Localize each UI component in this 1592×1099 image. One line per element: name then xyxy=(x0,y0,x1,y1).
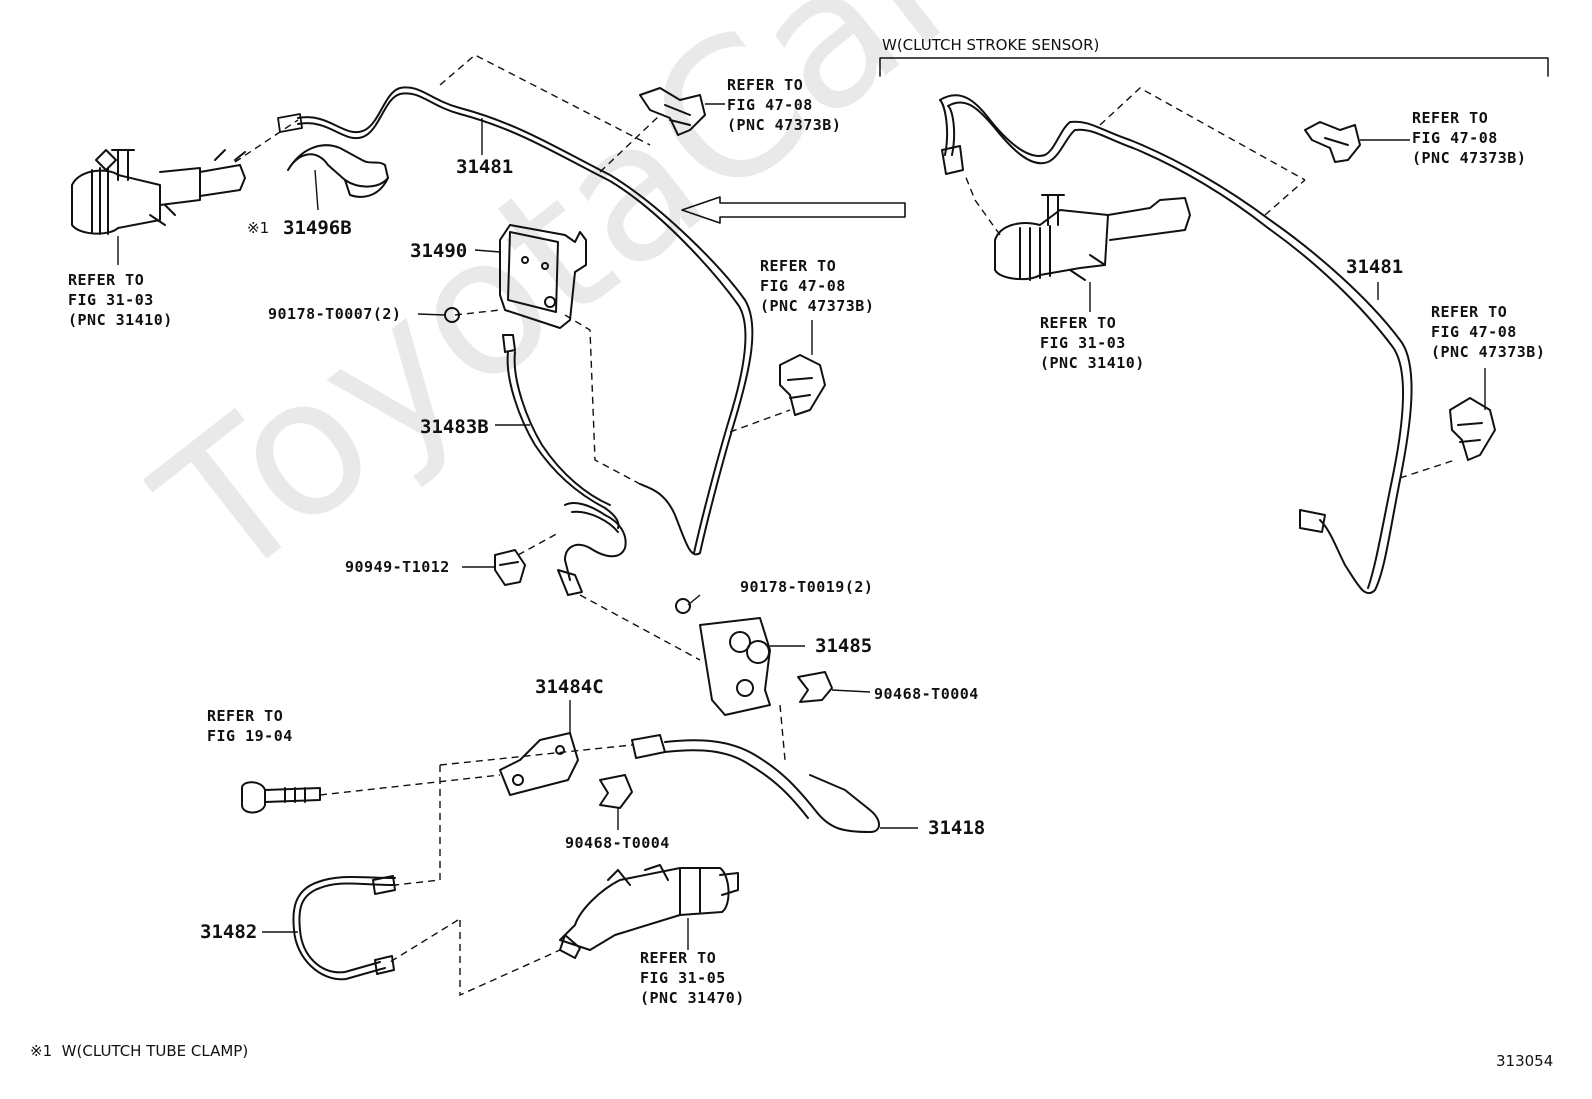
part-90468-t0004-lower: 90468-T0004 xyxy=(565,834,670,852)
clamp-top-right xyxy=(1304,121,1361,163)
tube-31483b xyxy=(502,334,620,529)
tube-loop-lower xyxy=(557,502,627,596)
ref-clamp-right-top: REFER TO FIG 47-08 (PNC 47373B) xyxy=(1412,109,1527,167)
part-31482: 31482 xyxy=(200,921,258,943)
clip-90468-right xyxy=(797,671,833,703)
clip-90468-lower xyxy=(599,774,633,809)
clamp-mid-right xyxy=(1449,397,1496,461)
part-90468-t0004-right: 90468-T0004 xyxy=(874,685,979,703)
part-31483b: 31483B xyxy=(420,416,489,438)
bracket-31484c xyxy=(499,732,579,796)
part-31481-right: 31481 xyxy=(1346,256,1404,278)
footnote-text: W(CLUTCH TUBE CLAMP) xyxy=(61,1042,249,1060)
hose-31418 xyxy=(631,734,880,833)
figure-id: 313054 xyxy=(1496,1052,1554,1070)
master-cylinder-left xyxy=(71,149,246,235)
part-90178-t0007: 90178-T0007(2) xyxy=(268,305,402,323)
part-31485: 31485 xyxy=(815,635,873,657)
nut-90178-t0019 xyxy=(675,598,691,614)
part-31490: 31490 xyxy=(410,240,468,262)
part-31484c: 31484C xyxy=(535,676,604,698)
clamp-mid-left xyxy=(779,354,826,416)
ref-master-right: REFER TO FIG 31-03 (PNC 31410) xyxy=(1040,314,1145,372)
part-31418: 31418 xyxy=(928,817,986,839)
footnote-mark: ※1 xyxy=(30,1042,53,1060)
ref-bolt: REFER TO FIG 19-04 xyxy=(207,707,293,745)
ref-release: REFER TO FIG 31-05 (PNC 31470) xyxy=(640,949,745,1007)
part-31481-left: 31481 xyxy=(456,156,514,178)
bolt xyxy=(241,781,321,814)
master-cylinder-right xyxy=(994,194,1191,281)
ref-clamp-mid: REFER TO FIG 47-08 (PNC 47373B) xyxy=(760,257,875,315)
tube-31481-left xyxy=(277,86,754,556)
tube-31481-right xyxy=(939,94,1413,595)
part-31496b: 31496B xyxy=(283,217,352,239)
clamp-31496b xyxy=(287,144,389,198)
tube-31482 xyxy=(292,875,396,981)
part-90178-t0019: 90178-T0019(2) xyxy=(740,578,874,596)
ref-master-left: REFER TO FIG 31-03 (PNC 31410) xyxy=(68,271,173,329)
part-90949-t1012: 90949-T1012 xyxy=(345,558,450,576)
part-31496b-mark: ※1 xyxy=(247,219,270,237)
footnote: ※1 W(CLUTCH TUBE CLAMP) xyxy=(30,1042,248,1060)
direction-arrow xyxy=(681,196,906,224)
ref-clamp-top: REFER TO FIG 47-08 (PNC 47373B) xyxy=(727,76,842,134)
variant-bracket xyxy=(879,57,1549,77)
clamp-top-left xyxy=(639,87,706,136)
release-cylinder xyxy=(559,864,739,959)
bracket-31485 xyxy=(699,617,771,716)
clip-90949-t1012 xyxy=(494,549,526,586)
variant-label: W(CLUTCH STROKE SENSOR) xyxy=(882,36,1100,54)
ref-clamp-right-mid: REFER TO FIG 47-08 (PNC 47373B) xyxy=(1431,303,1546,361)
